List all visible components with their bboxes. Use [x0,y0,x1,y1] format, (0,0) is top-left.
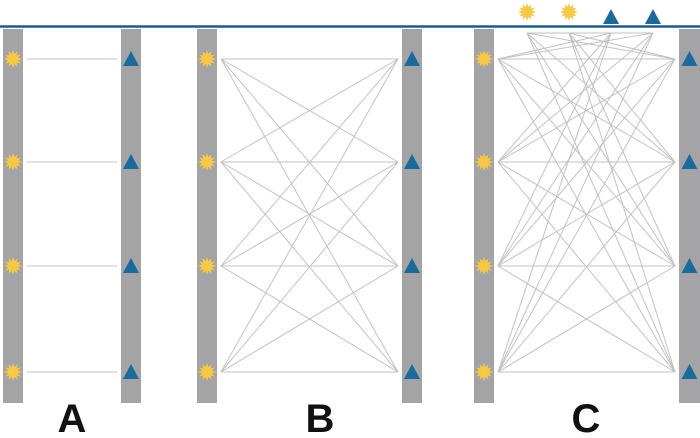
triangle-icon [404,364,420,379]
triangle-icon [123,154,139,169]
panel-b [197,29,422,403]
sun-icon [4,363,22,381]
triangle-icon [404,51,420,66]
connection-line [220,265,399,373]
sun-icon [198,257,216,275]
connection-line [497,32,654,373]
left-bar [3,29,23,403]
connection-line [497,265,676,373]
triangle-icon [645,9,661,24]
sun-icon [4,50,22,68]
sun-icon [475,363,493,381]
sun-core [8,261,18,271]
connection-line [568,32,676,60]
connection-lines [220,58,399,373]
triangle-icon [681,51,698,66]
connection-line [568,32,676,267]
sun-icon [198,363,216,381]
connection-line [497,58,676,163]
sun-core [522,7,532,17]
connection-line [568,32,676,373]
connection-line [497,161,676,267]
sun-core [479,261,489,271]
sun-icon [4,153,22,171]
right-bar [121,29,141,403]
connection-line [497,32,654,60]
triangle-icon [681,258,698,273]
triangle-icon [123,364,139,379]
triangle-icon [123,51,139,66]
connection-lines [497,32,676,373]
connection-line [526,32,676,163]
sun-core [479,54,489,64]
panel-c [474,3,700,403]
connection-line [497,32,612,60]
right-bar [402,29,422,403]
right-bar [679,29,700,403]
sun-core [8,54,18,64]
connection-line [497,32,612,267]
triangle-icon [404,258,420,273]
sun-core [202,157,212,167]
sun-core [202,261,212,271]
triangle-icon [603,9,619,24]
connection-line [220,161,399,267]
connection-line [220,58,399,373]
connection-line [497,32,654,163]
connection-line [497,161,676,373]
triangle-icon [681,364,698,379]
sun-icon [198,50,216,68]
sun-core [564,7,574,17]
panel-a [3,29,141,403]
connection-line [497,32,654,267]
triangle-icon [681,154,698,169]
sun-core [202,54,212,64]
left-bar [197,29,217,403]
connection-line [526,32,676,60]
sun-icon [518,3,536,21]
connection-line [497,58,676,267]
left-bar [474,29,494,403]
sun-icon [475,257,493,275]
sun-icon [560,3,578,21]
sun-icon [475,50,493,68]
connection-line [220,58,399,163]
sun-icon [475,153,493,171]
panel-label-c: C [572,397,601,438]
sun-core [8,157,18,167]
sun-core [479,367,489,377]
triangle-icon [123,258,139,273]
connection-line [526,32,676,267]
connection-line [497,32,612,163]
sun-core [202,367,212,377]
sun-icon [4,257,22,275]
sun-icon [198,153,216,171]
panel-label-a: A [58,397,87,438]
connection-lines [27,58,117,373]
connection-line [568,32,676,163]
triangle-icon [404,154,420,169]
sun-core [8,367,18,377]
panel-label-b: B [306,397,335,438]
connection-line [526,32,676,373]
sun-core [479,157,489,167]
connection-line [220,161,399,373]
connection-line [220,58,399,267]
connection-line [497,58,676,373]
